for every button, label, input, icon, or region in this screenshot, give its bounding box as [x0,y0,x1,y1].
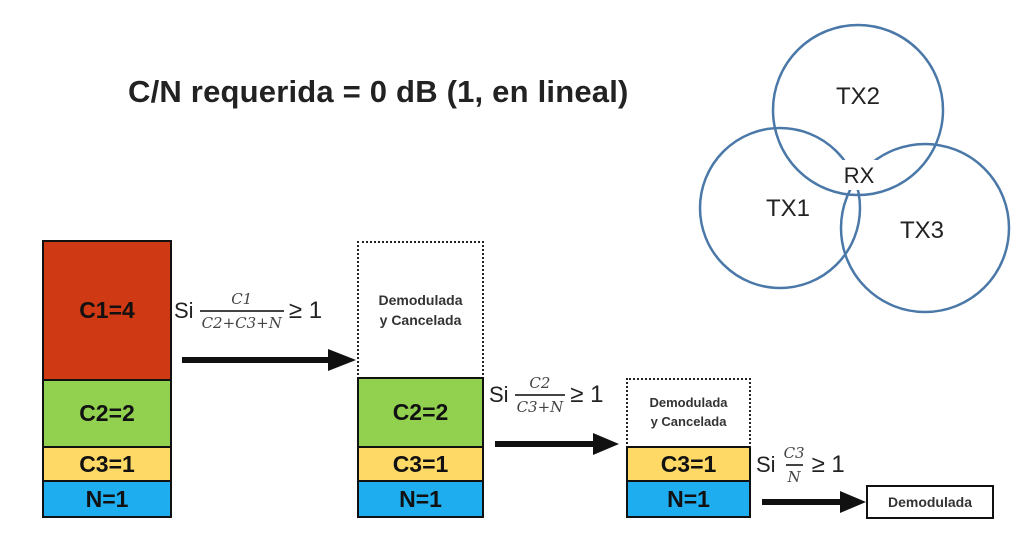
stage-2-removed-label-line2: y Cancelada [379,312,462,328]
segment-c3-label: C3=1 [392,450,449,477]
rx-label: RX [844,163,875,188]
stage-3-power-stack: C3=1 N=1 [626,446,751,518]
segment-n-label: N=1 [399,485,442,512]
stage-3-removed-label-line2: y Cancelada [650,414,727,429]
segment-c2: C2=2 [42,379,172,448]
segment-n: N=1 [42,480,172,518]
condition-2-fraction: C2 C3+N [514,374,566,416]
final-demodulated-box: Demodulada [866,485,994,519]
condition-1-si: Si [174,298,194,323]
condition-1-fraction: C1 C2+C3+N [199,290,284,332]
segment-c3: C3=1 [626,446,751,482]
condition-3-si: Si [756,452,776,477]
segment-c1-label: C1=4 [79,297,135,323]
condition-3-denominator: N [785,464,803,486]
segment-c3: C3=1 [357,446,484,482]
segment-c1: C1=4 [42,240,172,381]
condition-3: Si C3 N ≥ 1 [756,444,845,486]
page-title: C/N requerida = 0 dB (1, en lineal) [128,74,629,109]
arrow-stage-1-to-2 [182,349,356,371]
stage-3-removed-c2: Demodulada y Cancelada [626,378,751,448]
stage-1-power-stack: C1=4 C2=2 C3=1 N=1 [42,240,172,518]
stage-3-removed-label-line1: Demodulada [649,395,728,411]
condition-2: Si C2 C3+N ≥ 1 [489,374,603,416]
segment-n-label: N=1 [667,485,710,512]
condition-1-denominator: C2+C3+N [199,310,284,332]
tx2-label: TX2 [836,83,880,110]
stage-2-power-stack: C2=2 C3=1 N=1 [357,377,484,518]
condition-1-numerator: C1 [231,290,253,308]
condition-3-numerator: C3 [783,444,805,462]
segment-n-label: N=1 [85,485,129,512]
segment-c3-label: C3=1 [660,450,717,477]
final-label: Demodulada [887,494,972,510]
condition-3-relation: ≥ 1 [811,451,845,478]
segment-n: N=1 [626,480,751,518]
segment-c3: C3=1 [42,446,172,482]
stage-2-removed-c1: Demodulada y Cancelada [357,241,484,379]
condition-2-si: Si [489,382,509,407]
arrow-stage-3-to-final [762,491,866,513]
condition-2-denominator: C3+N [514,394,566,416]
tx1-coverage-circle [698,126,862,290]
condition-3-fraction: C3 N [782,444,807,486]
segment-n: N=1 [357,480,484,518]
arrow-stage-2-to-3 [495,433,619,455]
segment-c2: C2=2 [357,377,484,448]
stage-2-removed-label-line1: Demodulada [378,291,463,308]
condition-1: Si C1 C2+C3+N ≥ 1 [174,290,322,332]
tx3-label: TX3 [900,217,944,244]
condition-1-relation: ≥ 1 [288,297,323,324]
segment-c3-label: C3=1 [79,450,135,477]
condition-2-numerator: C2 [529,374,551,392]
segment-c2-label: C2=2 [79,400,135,426]
tx3-coverage-circle [839,142,1011,314]
tx1-label: TX1 [766,195,810,222]
condition-2-relation: ≥ 1 [570,381,604,408]
segment-c2-label: C2=2 [392,399,449,425]
